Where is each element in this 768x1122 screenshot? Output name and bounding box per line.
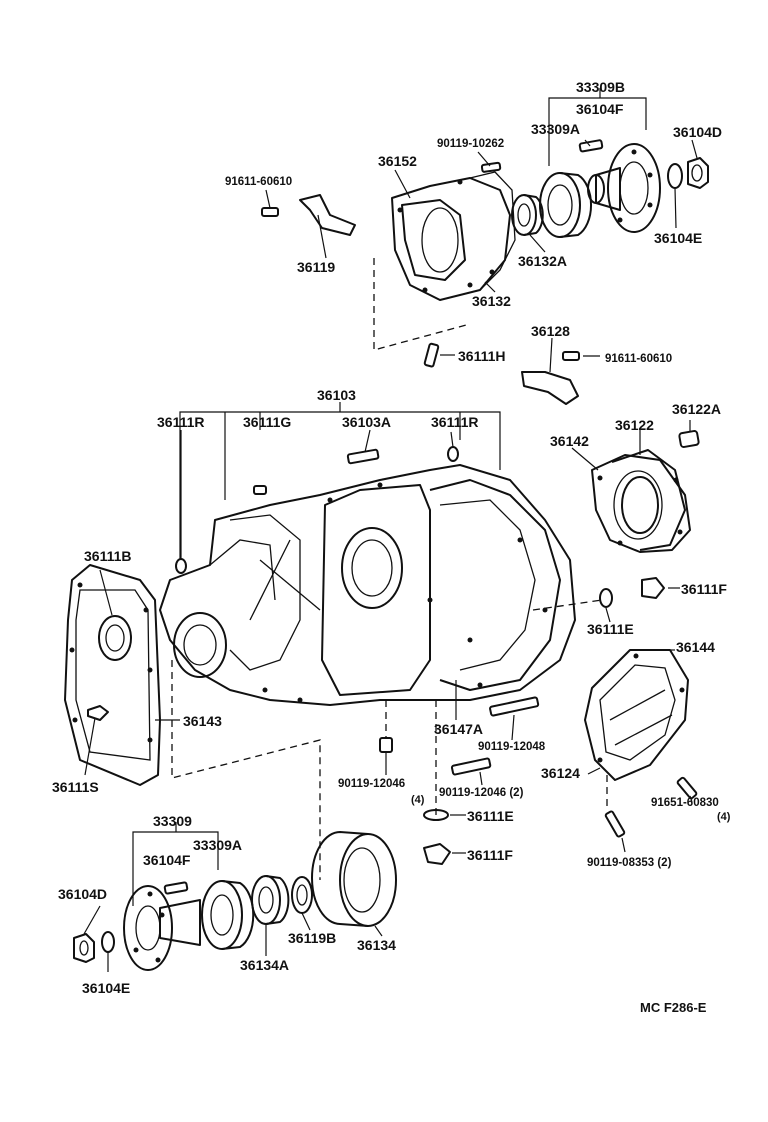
label-36122: 36122: [615, 417, 654, 433]
label-91611-60610-b: 91611-60610: [605, 353, 672, 365]
bolt-90119-12046-b: [450, 757, 492, 776]
cover-36144: [584, 649, 689, 781]
cover-36122: [597, 449, 686, 551]
transfer-case-36103: [159, 464, 576, 706]
label-90119-12048: 90119-12048: [478, 741, 546, 753]
label-33309A-top: 33309A: [531, 121, 580, 137]
leader-lines: [83, 139, 698, 972]
label-36147A: 36147A: [434, 721, 483, 737]
clip-36119: [299, 194, 356, 236]
nut-36104D-bottom: [73, 933, 95, 963]
label-90119-08353: 90119-08353 (2): [587, 857, 672, 869]
part-labels: 33309B 36104F 33309A 36104D 90119-10262 …: [52, 79, 731, 1015]
bearing-36134A: [251, 875, 290, 925]
nut-36111F-bottom: [423, 843, 451, 865]
bearing-36132A: [511, 194, 544, 236]
label-36142: 36142: [550, 433, 589, 449]
label-36104E-top: 36104E: [654, 230, 702, 246]
bolt-90119-12046-a: [379, 737, 393, 753]
label-36132: 36132: [472, 293, 511, 309]
nut-36111F-right: [641, 577, 665, 599]
bracket-33309B: [548, 88, 647, 166]
washer-36104E-top: [667, 163, 683, 189]
bracket-33309: [132, 822, 219, 906]
label-36111R-mid: 36111R: [431, 414, 479, 430]
pin-36111G: [253, 485, 267, 495]
seal-33309A-top: [539, 172, 592, 238]
label-36104F-top: 36104F: [576, 101, 624, 117]
label-36144: 36144: [676, 639, 715, 655]
label-36111E-bottom: 36111E: [467, 808, 514, 824]
label-90119-12046-a: 90119-12046: [338, 778, 405, 790]
label-36104F-bottom: 36104F: [143, 852, 191, 868]
plug-36111H: [423, 342, 440, 368]
washer-36104E-bottom: [101, 931, 115, 953]
oil-seal-36111B: [99, 569, 113, 616]
label-qty-4-b: (4): [717, 811, 731, 823]
washer-36119B: [291, 876, 313, 914]
bolt-90119-10262: [480, 161, 502, 173]
label-36111F-right: 36111F: [681, 581, 727, 597]
label-36128: 36128: [531, 323, 570, 339]
bolt-91611-60610-b: [562, 351, 580, 361]
label-36111H: 36111H: [458, 348, 506, 364]
label-36104D-bottom: 36104D: [58, 886, 107, 902]
gasket-36143: [64, 564, 161, 786]
plug-36122A: [678, 430, 700, 448]
diagram-code: MC F286-E: [640, 1000, 707, 1015]
oring-36111R-left: [175, 558, 187, 574]
label-36119B: 36119B: [288, 930, 336, 946]
flange-bottom: [123, 885, 201, 971]
bolt-36103A: [346, 448, 380, 465]
housing-36134: [311, 831, 397, 927]
clip-36128: [521, 371, 579, 405]
label-36119: 36119: [297, 259, 335, 275]
housing-36132: [391, 171, 516, 301]
gasket-36142: [591, 454, 691, 553]
bolt-36104F-bottom: [163, 881, 189, 895]
oring-36111R-mid: [447, 446, 459, 462]
label-36132A: 36132A: [518, 253, 567, 269]
label-33309A-bottom: 33309A: [193, 837, 242, 853]
label-36124: 36124: [541, 765, 580, 781]
label-33309: 33309: [153, 813, 192, 829]
label-qty-4-a: (4): [411, 794, 425, 806]
label-36111E-right: 36111E: [587, 621, 634, 637]
label-91651-60830: 91651-60830: [651, 797, 719, 809]
label-33309B: 33309B: [576, 79, 625, 95]
label-36152: 36152: [378, 153, 417, 169]
label-90119-12046-b: 90119-12046 (2): [439, 787, 524, 799]
label-36111G: 36111G: [243, 414, 291, 430]
label-36143: 36143: [183, 713, 222, 729]
label-36104E-bottom: 36104E: [82, 980, 130, 996]
label-36103A: 36103A: [342, 414, 391, 430]
label-36134A: 36134A: [240, 957, 289, 973]
flange-top: [587, 143, 661, 233]
label-36111B: 36111B: [84, 548, 132, 564]
label-36111R-left: 36111R: [157, 414, 205, 430]
bracket-36103: [179, 402, 501, 560]
bolt-36104F-top: [578, 139, 604, 153]
label-36103: 36103: [317, 387, 356, 403]
bolt-91651-60830: [676, 776, 698, 800]
seal-33309A-bottom: [201, 880, 255, 950]
bolt-90119-08353: [604, 810, 626, 838]
label-90119-10262: 90119-10262: [437, 138, 504, 150]
label-36111F-bottom: 36111F: [467, 847, 513, 863]
washer-36111E-right: [599, 588, 613, 608]
label-36111S: 36111S: [52, 779, 99, 795]
bolt-90119-12048: [489, 696, 540, 717]
bolt-91611-60610-a: [261, 207, 279, 217]
plug-36111S: [84, 705, 109, 776]
label-91611-60610-a: 91611-60610: [225, 176, 292, 188]
label-36122A: 36122A: [672, 401, 721, 417]
label-36134: 36134: [357, 937, 396, 953]
label-36104D-top: 36104D: [673, 124, 722, 140]
nut-36104D-top: [687, 157, 709, 189]
